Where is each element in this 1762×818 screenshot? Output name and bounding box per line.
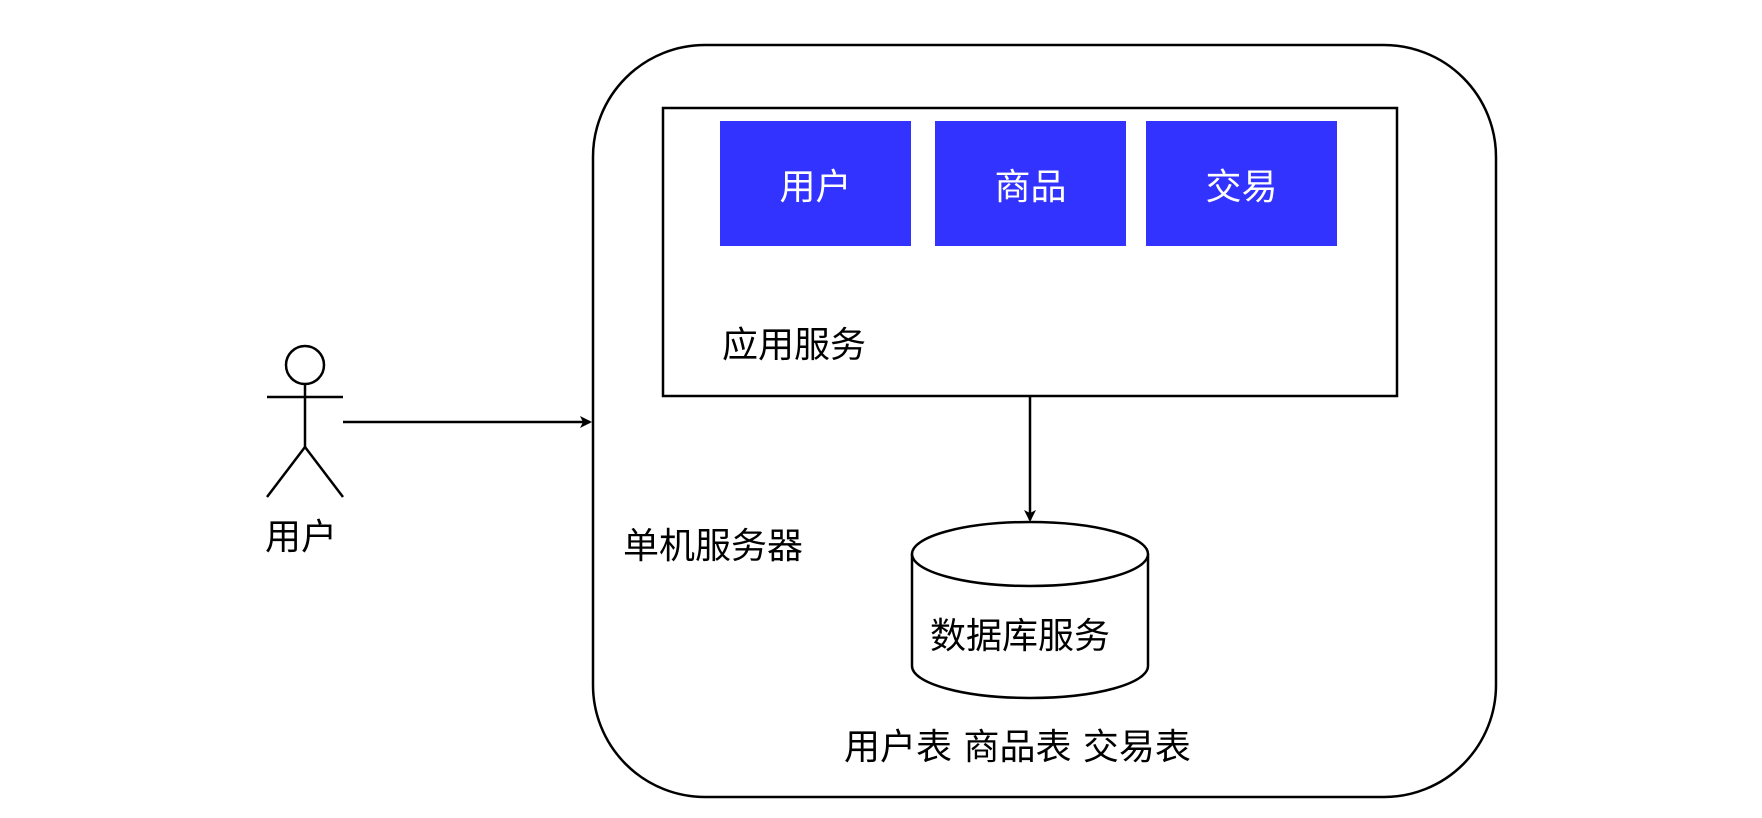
server-container (591, 43, 1498, 799)
module-user-label: 用户 (779, 166, 852, 208)
database-cylinder-icon (910, 520, 1150, 700)
module-user: 用户 (720, 121, 911, 246)
module-trade-label: 交易 (1205, 166, 1278, 208)
actor-label: 用户 (265, 517, 338, 558)
module-product: 商品 (935, 121, 1126, 246)
database-label: 数据库服务 (930, 616, 1111, 657)
module-product-label: 商品 (994, 166, 1067, 208)
database-tables-label: 用户表 商品表 交易表 (844, 727, 1191, 768)
module-trade: 交易 (1146, 121, 1337, 246)
user-actor-icon (266, 344, 344, 498)
app-service-label: 应用服务 (722, 325, 867, 366)
server-label: 单机服务器 (623, 526, 804, 567)
